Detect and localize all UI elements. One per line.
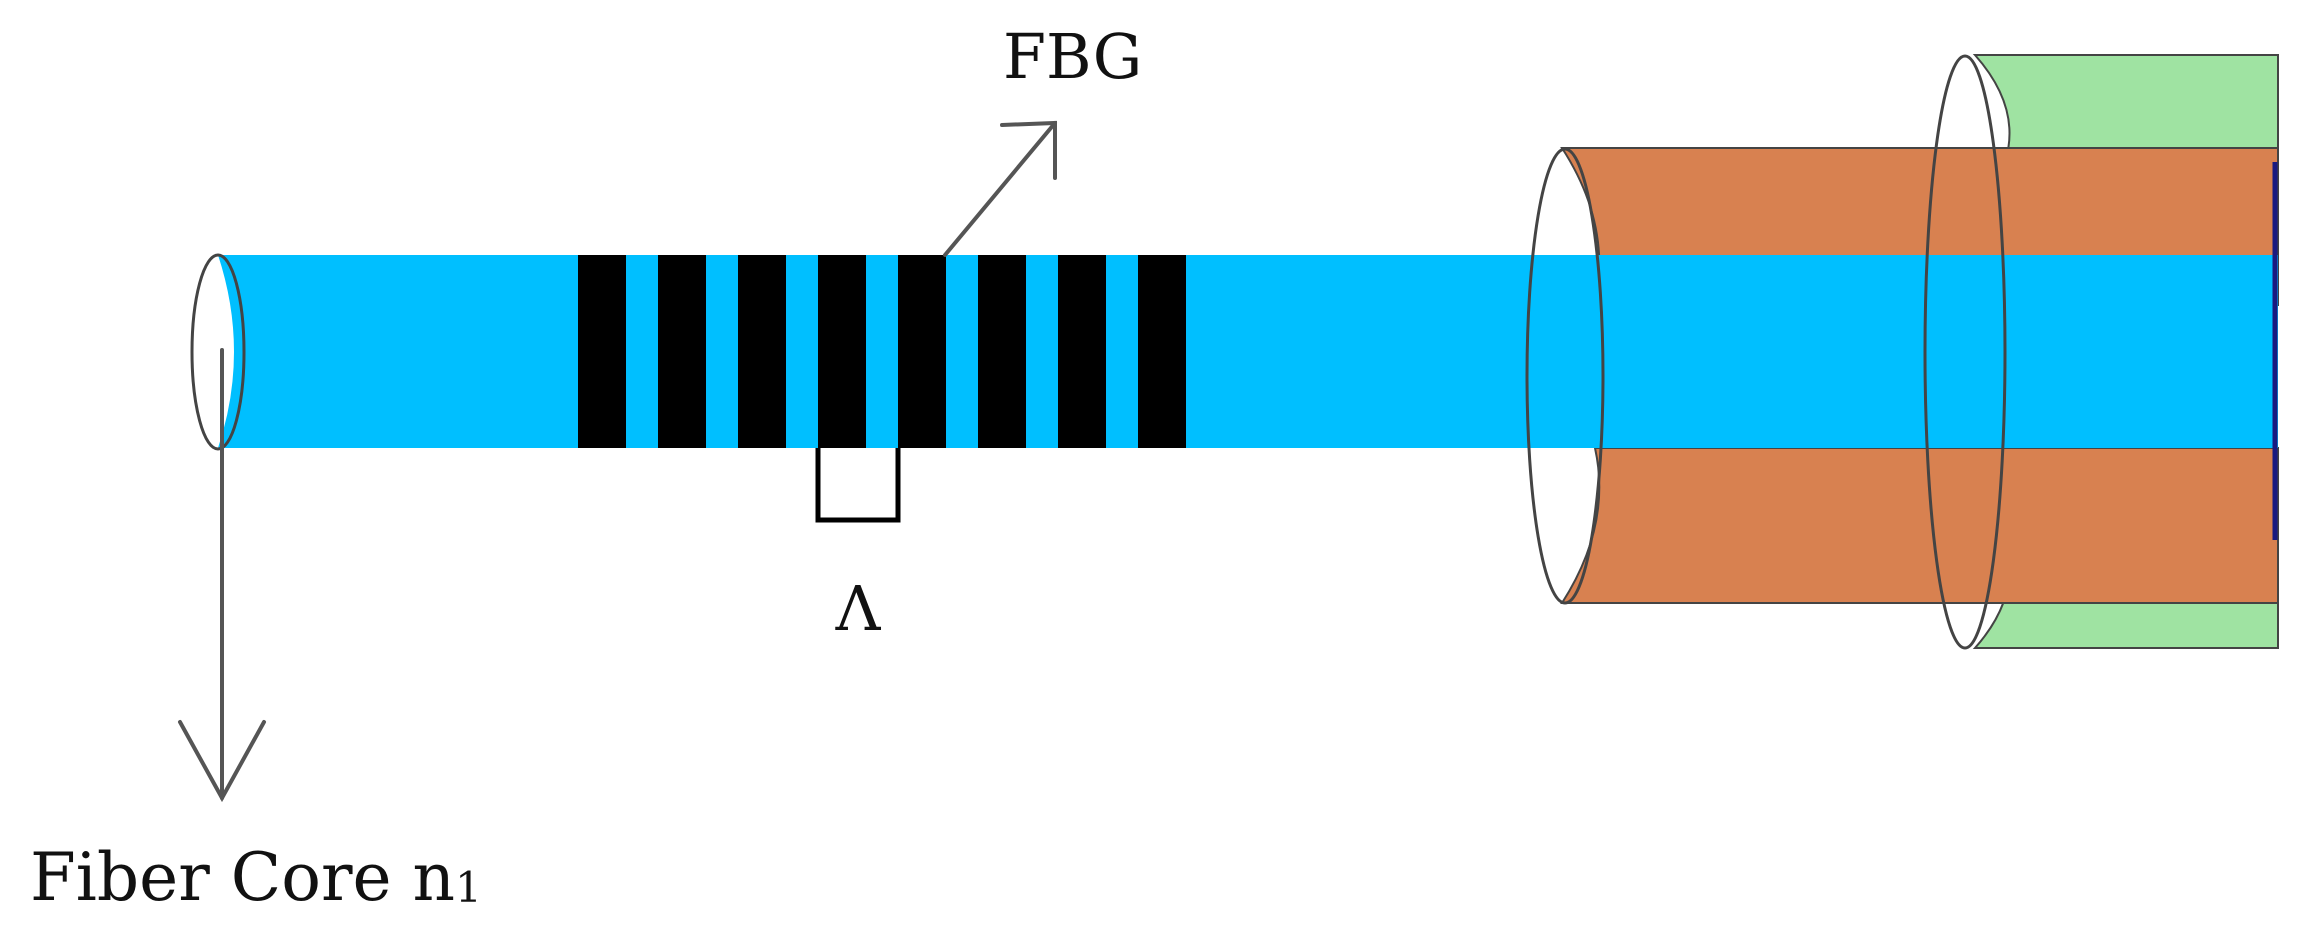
grating-bar-1 bbox=[578, 255, 626, 448]
grating-bar-8 bbox=[1138, 255, 1186, 448]
grating-bar-3 bbox=[738, 255, 786, 448]
core-end-ellipse bbox=[190, 253, 246, 451]
grating-bar-5 bbox=[898, 255, 946, 448]
grating-bar-7 bbox=[1058, 255, 1106, 448]
fbg-label: FBG bbox=[1003, 20, 1142, 93]
coating-end-ellipse bbox=[1923, 54, 2007, 650]
fbg-arrow-head bbox=[1000, 120, 1057, 180]
fbg-grating bbox=[578, 255, 1186, 448]
fiber-core-label-main: Fiber Core n bbox=[30, 839, 455, 916]
fbg-arrow-shaft bbox=[943, 121, 1057, 257]
core-arrow bbox=[178, 348, 266, 803]
grating-bar-6 bbox=[978, 255, 1026, 448]
grating-bar-4 bbox=[818, 255, 866, 448]
cladding-end-ellipse bbox=[1525, 147, 1605, 605]
core-arrow-head bbox=[178, 720, 266, 803]
fiber-core-label: Fiber Core n1 bbox=[30, 839, 482, 916]
coating-top bbox=[1972, 54, 2279, 163]
fiber-core bbox=[218, 255, 2278, 448]
fiber-core-label-subscript: 1 bbox=[455, 863, 482, 912]
cladding-bottom bbox=[1560, 447, 2279, 604]
end-ellipses bbox=[190, 54, 2007, 650]
fbg-arrow bbox=[943, 120, 1057, 257]
grating-bar-2 bbox=[658, 255, 706, 448]
period-label: Λ bbox=[835, 572, 882, 645]
period-bracket bbox=[815, 448, 901, 523]
